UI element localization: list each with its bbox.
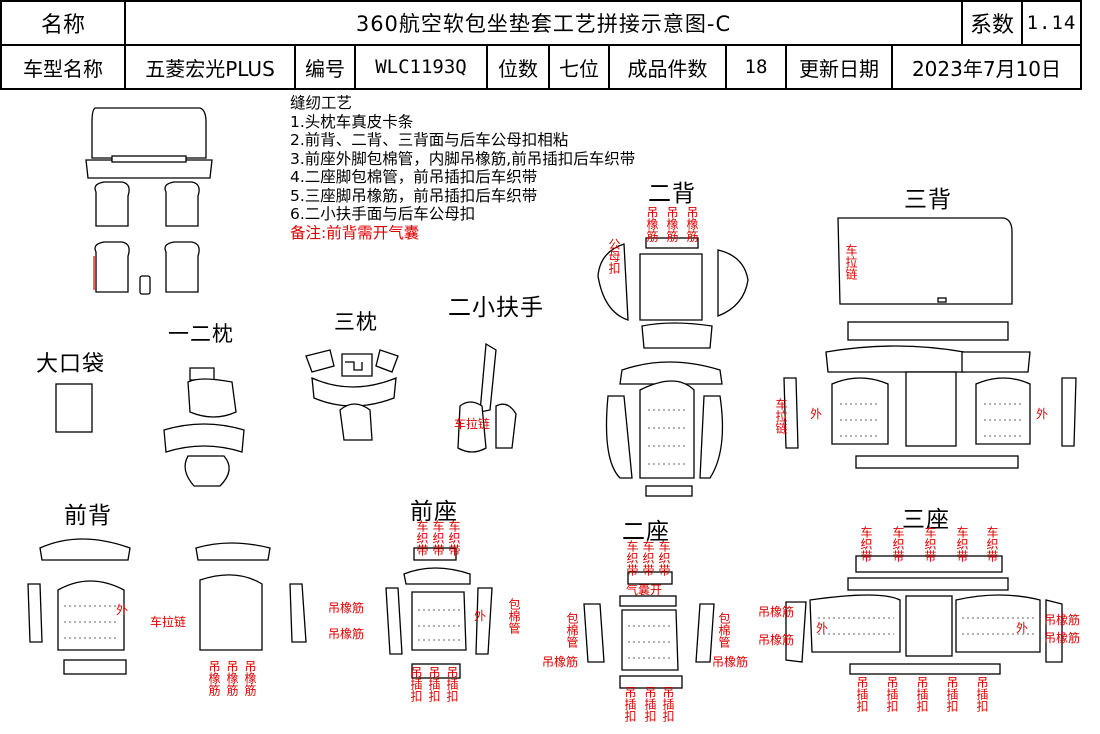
mark-armrest-cld: 车拉链 [454, 417, 491, 431]
mark-seat3-dck-3: 吊插扣 [915, 676, 929, 712]
mark-back2-ylj-2: 吊橡筋 [665, 206, 679, 242]
mark-back3-cld-1: 车拉链 [844, 244, 858, 280]
mark-seat2-dck-3: 吊插扣 [661, 686, 675, 722]
note-line-1: 1.头枕车真皮卡条 [290, 112, 414, 131]
mark-seat3-ylj-4: 吊橡筋 [1044, 631, 1081, 645]
pattern-drawing [27, 107, 1077, 689]
mark-frontseat-czd-3: 车织带 [447, 520, 461, 556]
back2-drawing [597, 237, 749, 497]
big-pocket-shape [55, 383, 93, 433]
pieces-value: 18 [725, 44, 787, 90]
mark-frontback-wai: 外 [116, 603, 129, 617]
mark-seat3-dck-2: 吊插扣 [885, 676, 899, 712]
note-line-2: 2.前背、二背、三背面与后车公母扣相粘 [290, 131, 569, 149]
mark-frontseat-ylj-1: 吊橡筋 [328, 601, 365, 615]
coef-label: 系数 [961, 0, 1023, 46]
update-label: 更新日期 [785, 44, 893, 90]
name-label: 名称 [0, 0, 126, 46]
mark-seat2-czd-1: 车织带 [625, 540, 639, 576]
mark-seat3-dck-1: 吊插扣 [855, 676, 869, 712]
mark-seat2-dck-2: 吊插扣 [643, 686, 657, 722]
mark-frontseat-bmg: 包棉管 [507, 598, 521, 634]
mark-back2-ylj-1: 吊橡筋 [645, 206, 659, 242]
label-pillow12: 一二枕 [168, 322, 234, 346]
seats-label: 位数 [486, 44, 550, 90]
mark-seat2-bmg-1: 包棉管 [565, 612, 579, 648]
armrest2-drawing [457, 342, 517, 453]
label-back2: 二背 [648, 181, 696, 207]
mark-seat3-ylj-3: 吊橡筋 [1044, 613, 1081, 627]
label-seat3: 三座 [902, 507, 950, 533]
label-big-pocket: 大口袋 [36, 352, 106, 377]
note-remark: 备注:前背需开气囊 [290, 223, 420, 242]
mark-seat2-qnk: 气囊开 [626, 583, 663, 597]
mark-frontseat-wai: 外 [474, 609, 487, 623]
seat3-drawing [785, 555, 1063, 675]
update-value: 2023年7月10日 [891, 44, 1082, 90]
code-label: 编号 [294, 44, 356, 90]
mark-back2-ylj-3: 吊橡筋 [685, 206, 699, 242]
note-line-3: 3.前座外脚包棉管，内脚吊橡筋,前吊插扣后车织带 [290, 149, 636, 168]
note-line-4: 4.二座脚包棉管，前吊插扣后车织带 [290, 168, 538, 186]
mark-frontseat-dck-2: 吊插扣 [427, 666, 441, 702]
mark-frontseat-ylj-2: 吊橡筋 [328, 627, 365, 641]
mark-back3-wai-2: 外 [1036, 407, 1049, 421]
mark-seat3-ylj-2: 吊橡筋 [758, 633, 795, 647]
mark-seat3-wai-1: 外 [816, 621, 829, 635]
mark-seat3-czd-2: 车织带 [891, 526, 905, 562]
mark-seat3-dck-4: 吊插扣 [945, 676, 959, 712]
doc-title: 360航空软包坐垫套工艺拼接示意图-C [124, 0, 963, 46]
label-back3: 三背 [904, 187, 952, 213]
pillow3-drawing [305, 349, 399, 441]
mark-seat2-ylj-1: 吊橡筋 [542, 655, 579, 669]
mark-frontback-cld: 车拉链 [150, 615, 187, 629]
mark-seat3-czd-1: 车织带 [859, 526, 873, 562]
mark-frontseat-czd-1: 车织带 [415, 520, 429, 556]
process-notes: 缝纫工艺 1.头枕车真皮卡条 2.前背、二背、三背面与后车公母扣相粘 3.前座外… [290, 94, 635, 242]
pieces-label: 成品件数 [608, 44, 727, 90]
mark-back3-cld-2: 车拉链 [774, 398, 788, 434]
mark-seat3-ylj-1: 吊橡筋 [758, 605, 795, 619]
mark-seat2-dck-1: 吊插扣 [623, 686, 637, 722]
mark-frontback-ylj-3: 吊橡筋 [243, 660, 257, 696]
coef-value: 1.14 [1021, 0, 1082, 46]
mark-frontback-ylj-2: 吊橡筋 [225, 660, 239, 696]
back3-drawing [783, 217, 1077, 469]
label-seat2: 二座 [622, 519, 670, 545]
header-table: 名称 360航空软包坐垫套工艺拼接示意图-C 系数 1.14 车型名称 五菱宏光… [0, 0, 1082, 90]
mark-frontseat-czd-2: 车织带 [431, 520, 445, 556]
label-front-seat: 前座 [410, 499, 458, 525]
label-front-back: 前背 [64, 503, 112, 529]
mark-back2-gmk: 公母扣 [607, 238, 621, 274]
mark-seat2-czd-3: 车织带 [657, 540, 671, 576]
mark-seat2-ylj-2: 吊橡筋 [712, 655, 749, 669]
label-armrest2: 二小扶手 [448, 295, 544, 321]
mark-frontseat-dck-1: 吊插扣 [409, 666, 423, 702]
seats-value: 七位 [548, 44, 610, 90]
label-pillow3: 三枕 [334, 310, 378, 334]
mark-back3-wai-1: 外 [810, 407, 823, 421]
mark-seat3-czd-4: 车织带 [955, 526, 969, 562]
front-back-drawing [27, 538, 307, 675]
mark-frontback-ylj-1: 吊橡筋 [207, 660, 221, 696]
mark-seat2-czd-2: 车织带 [641, 540, 655, 576]
model-value: 五菱宏光PLUS [124, 44, 296, 90]
model-label: 车型名称 [0, 44, 126, 90]
mark-seat3-czd-5: 车织带 [985, 526, 999, 562]
note-line-5: 5.三座脚吊橡筋，前吊插扣后车织带 [290, 186, 538, 205]
vehicle-overview [85, 107, 213, 295]
mark-seat3-wai-2: 外 [1016, 621, 1029, 635]
seat2-drawing [583, 571, 715, 689]
notes-heading: 缝纫工艺 [290, 94, 353, 112]
mark-seat2-bmg-2: 包棉管 [717, 612, 731, 648]
front-seat-drawing [385, 547, 493, 679]
mark-frontseat-dck-3: 吊插扣 [445, 666, 459, 702]
note-line-6: 6.二小扶手面与后车公母扣 [290, 205, 476, 223]
mark-seat3-dck-5: 吊插扣 [975, 676, 989, 712]
pillow12-drawing [163, 367, 245, 487]
code-value: WLC1193Q [354, 44, 488, 90]
mark-seat3-czd-3: 车织带 [923, 526, 937, 562]
